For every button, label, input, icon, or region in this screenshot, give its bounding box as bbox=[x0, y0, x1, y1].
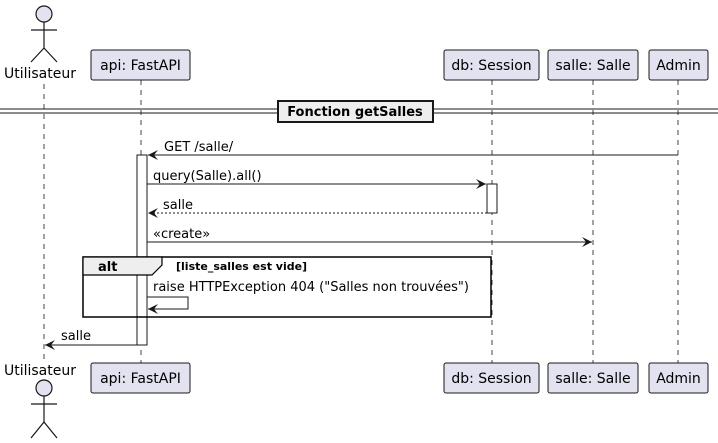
message-label: raise HTTPException 404 ("Salles non tro… bbox=[153, 280, 469, 295]
message-create: «create» bbox=[147, 227, 592, 247]
activation-db bbox=[486, 183, 498, 214]
section-divider: Fonction getSalles bbox=[0, 100, 718, 123]
participants-bottom: Utilisateur api: FastAPI db: Session sal… bbox=[4, 362, 709, 439]
participant-label: Utilisateur bbox=[4, 363, 76, 379]
actor-utilisateur-top: Utilisateur bbox=[4, 5, 76, 82]
participant-salle-bottom: salle: Salle bbox=[547, 362, 639, 394]
actor-utilisateur-bottom: Utilisateur bbox=[4, 363, 76, 439]
participant-label: salle: Salle bbox=[555, 371, 630, 387]
participant-admin-top: Admin bbox=[648, 49, 709, 81]
message-query: query(Salle).all() bbox=[147, 169, 486, 189]
participant-label: db: Session bbox=[451, 58, 531, 74]
message-label: GET /salle/ bbox=[164, 140, 234, 155]
message-return-salle: salle bbox=[148, 198, 487, 218]
message-label: query(Salle).all() bbox=[153, 169, 262, 184]
message-label: «create» bbox=[153, 227, 210, 242]
activation-api bbox=[136, 154, 148, 346]
participant-api-top: api: FastAPI bbox=[90, 49, 191, 81]
participant-label: db: Session bbox=[451, 371, 531, 387]
participant-label: api: FastAPI bbox=[100, 371, 181, 387]
message-label: salle bbox=[61, 329, 91, 344]
participant-label: salle: Salle bbox=[555, 58, 630, 74]
fragment-keyword: alt bbox=[98, 260, 117, 275]
participant-db-top: db: Session bbox=[443, 49, 540, 81]
divider-label: Fonction getSalles bbox=[287, 105, 423, 120]
participant-db-bottom: db: Session bbox=[443, 362, 540, 394]
participant-label: Utilisateur bbox=[4, 66, 76, 82]
participant-label: Admin bbox=[656, 371, 701, 387]
message-return-to-user: salle bbox=[45, 329, 137, 350]
message-self-raise: raise HTTPException 404 ("Salles non tro… bbox=[147, 280, 469, 314]
fragment-condition: [liste_salles est vide] bbox=[176, 260, 307, 273]
participant-label: Admin bbox=[656, 58, 701, 74]
messages: GET /salle/ query(Salle).all() salle «cr… bbox=[45, 140, 678, 350]
activations bbox=[136, 154, 498, 346]
message-get-salle: GET /salle/ bbox=[148, 140, 678, 160]
participant-salle-top: salle: Salle bbox=[547, 49, 639, 81]
participants-top: Utilisateur api: FastAPI db: Session sal… bbox=[4, 5, 709, 82]
participant-admin-bottom: Admin bbox=[648, 362, 709, 394]
participant-api-bottom: api: FastAPI bbox=[90, 362, 191, 394]
message-label: salle bbox=[163, 198, 193, 213]
participant-label: api: FastAPI bbox=[100, 58, 181, 74]
alt-fragment: alt [liste_salles est vide] bbox=[82, 256, 492, 318]
